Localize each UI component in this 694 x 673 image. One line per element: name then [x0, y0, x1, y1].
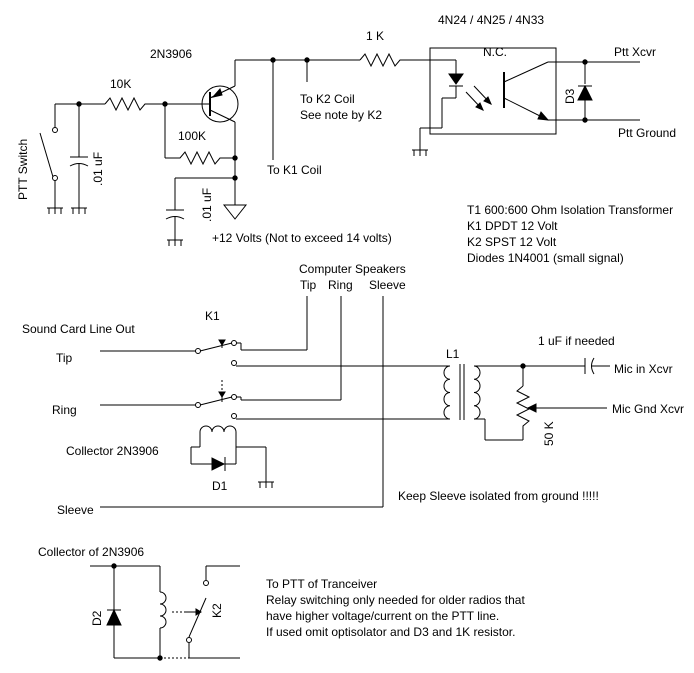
transistor-label: 2N3906	[150, 47, 192, 61]
cap-01uf-left-label: .01 uF	[91, 152, 105, 186]
relay-note-line: If used omit optisolator and D3 and 1K r…	[266, 625, 515, 639]
resistor-1k-label: 1 K	[366, 29, 384, 43]
k1-label: K1	[205, 309, 220, 323]
component-notes: T1 600:600 Ohm Isolation Transformer K1 …	[467, 203, 673, 265]
speaker-sleeve-label: Sleeve	[369, 278, 406, 292]
optoisolator	[412, 47, 580, 156]
note-line: T1 600:600 Ohm Isolation Transformer	[467, 203, 673, 217]
relay-k2-coil	[114, 566, 190, 661]
note-line: K1 DPDT 12 Volt	[467, 219, 558, 233]
ptt-switch	[39, 104, 63, 214]
relay-k1-contact-1	[100, 339, 433, 367]
resistor-10k	[104, 96, 165, 112]
speaker-tip-label: Tip	[300, 278, 317, 292]
supply-12v-symbol	[222, 178, 248, 220]
d1-label: D1	[212, 479, 228, 493]
input-sleeve-label: Sleeve	[57, 503, 94, 517]
speaker-ring-label: Ring	[328, 278, 353, 292]
relay-k2-contact	[172, 565, 240, 659]
cap-01uf-right-label: .01 uF	[200, 188, 214, 222]
relay-k1-contact-2	[100, 391, 433, 420]
ptt-driver-circuit: PTT Switch .01 uF 10K	[16, 13, 676, 246]
cap-1uf-label: 1 uF if needed	[538, 334, 615, 348]
to-k2-coil-label: To K2 Coil	[300, 92, 355, 106]
to-k1-coil-label: To K1 Coil	[267, 163, 322, 177]
diode-d2	[106, 566, 122, 658]
capacitor-1uf	[584, 357, 610, 375]
relay-note-line: have higher voltage/current on the PTT l…	[266, 609, 499, 623]
pot-50k-label: 50 K	[542, 421, 556, 446]
ptt-switch-label: PTT Switch	[16, 139, 30, 200]
sound-card-label: Sound Card Line Out	[22, 322, 135, 336]
relay-note-line: To PTT of Tranceiver	[266, 577, 377, 591]
collector-of-label: Collector of 2N3906	[38, 545, 144, 559]
mic-gnd-label: Mic Gnd Xcvr	[612, 402, 684, 416]
computer-speakers-label: Computer Speakers	[299, 262, 406, 276]
relay-k2-circuit: Collector of 2N3906 D2	[38, 545, 525, 661]
ptt-xcvr-label: Ptt Xcvr	[614, 45, 656, 59]
optoisolator-label: 4N24 / 4N25 / 4N33	[438, 13, 544, 27]
potentiometer-50k	[484, 366, 607, 441]
k2-label: K2	[210, 603, 224, 618]
relay-note-line: Relay switching only needed for older ra…	[266, 593, 525, 607]
input-ring-label: Ring	[52, 403, 77, 417]
diode-d3	[577, 59, 593, 123]
input-tip-label: Tip	[56, 351, 73, 365]
transformer-l1	[433, 364, 485, 420]
d2-label: D2	[90, 610, 104, 626]
nc-label: N.C.	[483, 45, 507, 59]
junction-dot	[232, 155, 238, 161]
ptt-ground-label: Ptt Ground	[618, 126, 676, 140]
audio-circuit: Computer Speakers Tip Ring Sleeve K1 Sou…	[22, 262, 684, 517]
mic-in-label: Mic in Xcvr	[614, 362, 673, 376]
note-line: K2 SPST 12 Volt	[467, 235, 557, 249]
note-line: Diodes 1N4001 (small signal)	[467, 251, 624, 265]
resistor-10k-label: 10K	[110, 77, 131, 91]
transistor-2n3906	[165, 60, 239, 178]
see-note-k2-label: See note by K2	[300, 108, 382, 122]
d3-label: D3	[563, 88, 577, 104]
collector-label: Collector 2N3906	[66, 444, 159, 458]
l1-label: L1	[446, 347, 460, 361]
capacitor-01uf-right	[165, 177, 235, 246]
resistor-100k	[164, 104, 235, 166]
supply-12v-label: +12 Volts (Not to exceed 14 volts)	[212, 231, 392, 245]
resistor-1k	[359, 52, 445, 68]
sleeve-note: Keep Sleeve isolated from ground !!!!!	[398, 489, 599, 503]
resistor-100k-label: 100K	[178, 129, 206, 143]
capacitor-01uf-left	[69, 104, 89, 214]
relay-k1-coil	[190, 425, 274, 488]
